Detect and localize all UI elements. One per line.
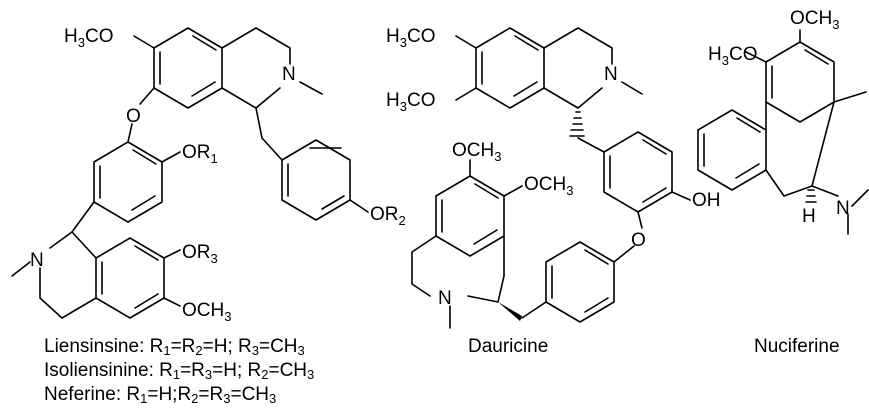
- h3co-label-2: H3CO: [386, 90, 435, 114]
- label-h3co: H: [64, 26, 78, 47]
- h3co-label-nuciferine: H3CO: [708, 44, 757, 68]
- caption-liensinsine: Liensinsine: R1=R2=H; R3=CH3: [44, 336, 305, 358]
- hashed-wedge-bond: [569, 111, 585, 137]
- ether-o-label: O: [126, 106, 141, 127]
- solid-wedge-bond: [498, 302, 522, 321]
- n-label-dauricine-bottom: N: [438, 288, 452, 309]
- nuciferine-structure: H3CO OCH3 H N: [697, 8, 869, 235]
- och3-label-nuciferine: OCH3: [790, 8, 839, 32]
- n-label-dauricine-top: N: [604, 64, 618, 85]
- bisbenzylisoquinoline-structure: H3CO O N OR1 OR2 OR3 OCH3 N: [11, 26, 406, 324]
- or3-label: OR3: [182, 242, 218, 266]
- h-label-nuciferine: H: [802, 206, 816, 227]
- n-label-nuciferine: N: [836, 198, 850, 219]
- caption-nuciferine: Nuciferine: [754, 336, 840, 357]
- dauricine-structure: H3CO H3CO N OH O OCH3 OCH3 N: [386, 26, 721, 329]
- or2-label: OR2: [370, 204, 406, 228]
- svg-text:H3CO: H3CO: [64, 26, 113, 50]
- ether-o-label-dauricine: O: [631, 230, 646, 251]
- n-label-bottom: N: [30, 250, 44, 271]
- och3-label-dauricine-2: OCH3: [524, 174, 573, 198]
- h3co-label-1: H3CO: [386, 26, 435, 50]
- caption-neferine: Neferine: R1=H;R2=R3=CH3: [44, 384, 277, 406]
- caption-dauricine: Dauricine: [468, 336, 549, 357]
- or1-label: OR1: [182, 142, 218, 166]
- och3-label-dauricine-1: OCH3: [452, 140, 501, 164]
- n-label-top: N: [282, 64, 296, 85]
- oh-label: OH: [692, 190, 721, 211]
- och3-label-bottom: OCH3: [182, 300, 231, 324]
- caption-isoliensinine: Isoliensinine: R1=R3=H; R2=CH3: [44, 360, 315, 382]
- hashed-h-bond: [805, 189, 817, 203]
